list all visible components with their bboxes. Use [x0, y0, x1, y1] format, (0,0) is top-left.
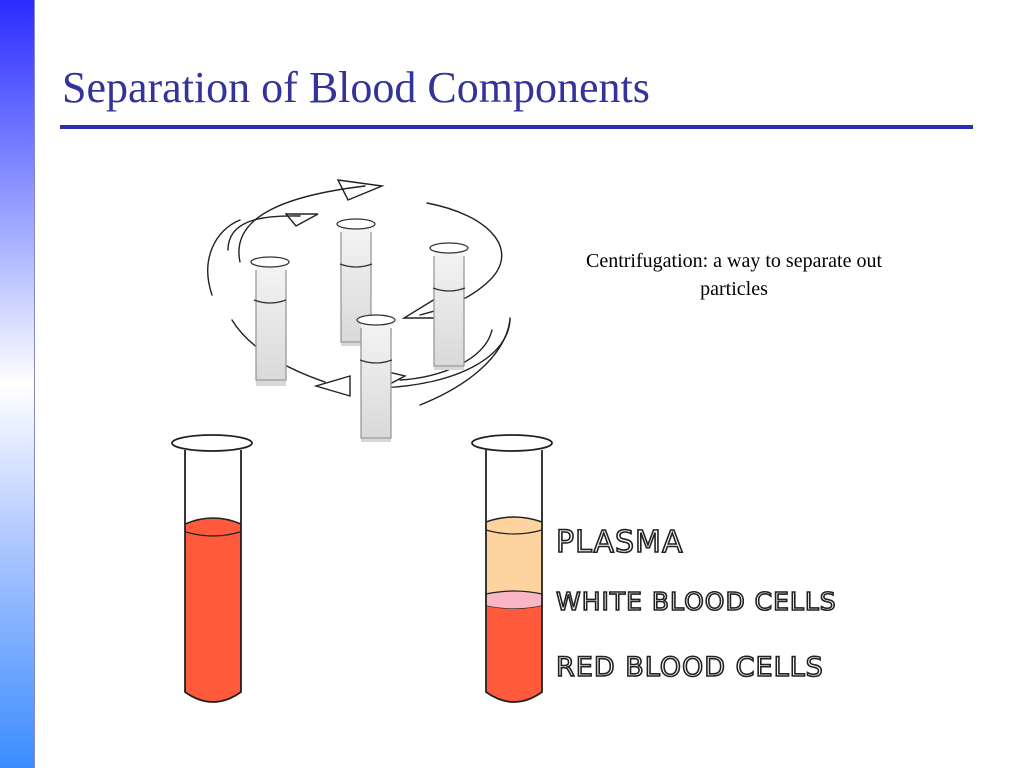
- arrowhead-top-left: [284, 213, 319, 227]
- centrifugation-caption: Centrifugation: a way to separate out pa…: [585, 250, 882, 300]
- tube-outline: [184, 450, 242, 703]
- red-blood-cell-layer: [486, 606, 542, 702]
- tube-rim: [471, 434, 553, 452]
- small-tube-4: [356, 314, 396, 442]
- slide-title: Separation of Blood Components: [62, 63, 650, 112]
- arrowhead-bottom-left: [313, 375, 351, 397]
- rotation-arc-top: [238, 185, 366, 263]
- white-blood-cell-layer: [485, 590, 543, 610]
- whole-blood-fill: [185, 518, 241, 702]
- tube-whole-blood: [171, 434, 253, 703]
- small-tube-3: [429, 242, 469, 370]
- title-underline: [60, 125, 973, 129]
- tube-rim: [171, 434, 253, 452]
- tube-outline: [485, 450, 543, 703]
- label-white-blood-cells: WHITE BLOOD CELLS: [556, 587, 837, 616]
- plasma-layer: [486, 517, 542, 596]
- rotation-arc-bottom-outer: [419, 319, 511, 406]
- tube-separated-blood: [471, 434, 553, 703]
- arrowhead-top: [336, 179, 385, 201]
- rotation-arc-left: [207, 219, 241, 296]
- label-plasma: PLASMA: [556, 525, 683, 560]
- small-tube-1: [250, 256, 290, 386]
- small-tube-2: [336, 218, 376, 346]
- label-red-blood-cells: RED BLOOD CELLS: [556, 652, 824, 683]
- side-gradient-bar: [0, 0, 35, 768]
